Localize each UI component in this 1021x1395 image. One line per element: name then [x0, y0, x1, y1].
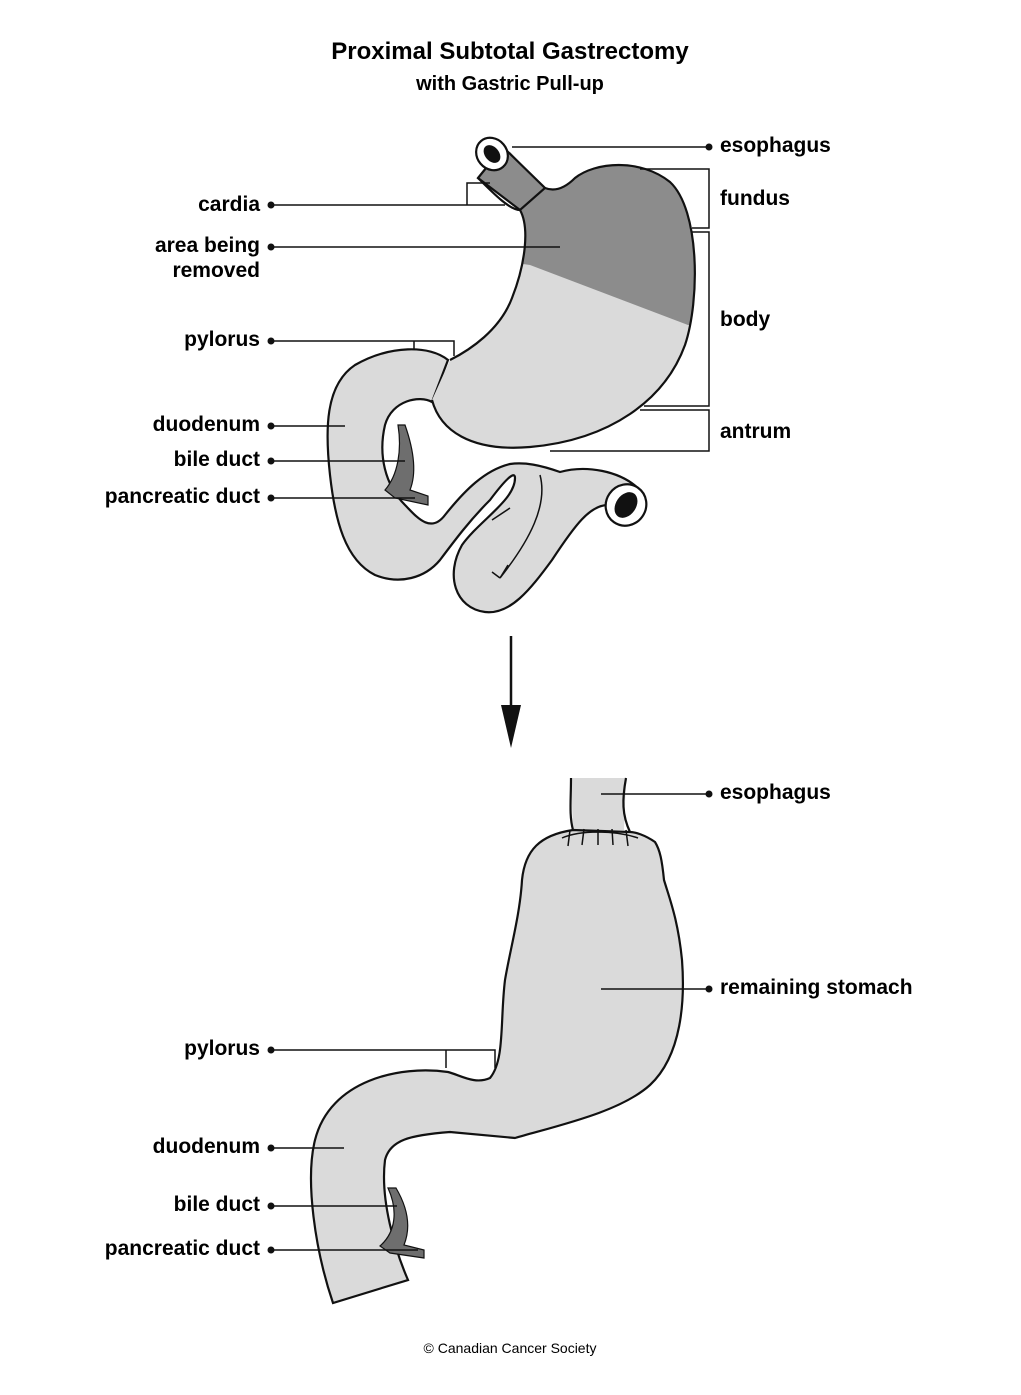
- diagram-title: Proximal Subtotal Gastrectomy: [331, 38, 689, 65]
- duodenum-before: [326, 348, 642, 614]
- label-pylorus-after: pylorus: [184, 1037, 260, 1060]
- antrum-bracket: [550, 409, 710, 452]
- label-pylorus: pylorus: [184, 328, 260, 351]
- esophagus-lumen: [483, 145, 501, 163]
- staple-line: [561, 828, 639, 847]
- intestine-fold-line: [499, 474, 543, 579]
- label-fundus: fundus: [720, 187, 790, 210]
- label-body: body: [720, 308, 770, 331]
- remaining-stomach: [310, 828, 684, 1305]
- esophagus-after-outline: [569, 777, 631, 833]
- after-illustration: [310, 777, 684, 1305]
- label-area-removed-1: area being: [155, 234, 260, 257]
- label-bile-duct-after: bile duct: [174, 1193, 260, 1216]
- label-remaining-stomach: remaining stomach: [720, 976, 913, 999]
- intestine-lumen: [614, 492, 638, 518]
- fundus-bracket: [640, 168, 710, 229]
- label-pancreatic-duct: pancreatic duct: [105, 485, 260, 508]
- arrow-head: [501, 705, 521, 748]
- label-antrum: antrum: [720, 420, 791, 443]
- before-illustration: [326, 136, 696, 614]
- label-area-removed-2: removed: [172, 259, 260, 282]
- label-duodenum-after: duodenum: [153, 1135, 260, 1158]
- label-esophagus-after: esophagus: [720, 781, 831, 804]
- label-pancreatic-duct-after: pancreatic duct: [105, 1237, 260, 1260]
- cardia-leader: [271, 182, 505, 206]
- pylorus-after-leader: [271, 1049, 496, 1068]
- pylorus-leader: [271, 340, 455, 356]
- label-duodenum: duodenum: [153, 413, 260, 436]
- before-labels-right: esophagus fundus body antrum: [512, 134, 831, 452]
- copyright: © Canadian Cancer Society: [424, 1340, 597, 1356]
- bile-duct-after: [379, 1187, 425, 1259]
- diagram-subtitle: with Gastric Pull-up: [415, 73, 604, 95]
- label-esophagus: esophagus: [720, 134, 831, 157]
- bile-duct-before: [384, 424, 429, 506]
- body-bracket: [644, 231, 710, 407]
- after-labels: esophagus remaining stomach pylorus duod…: [105, 781, 913, 1260]
- intestine-fold-tick: [491, 507, 511, 579]
- before-labels-left: cardia area being removed pylorus duoden…: [105, 182, 560, 508]
- esophagus-after: [571, 778, 626, 830]
- process-arrow: [501, 636, 521, 748]
- stomach-outline: [430, 164, 696, 449]
- label-cardia: cardia: [198, 193, 260, 216]
- label-bile-duct: bile duct: [174, 448, 260, 471]
